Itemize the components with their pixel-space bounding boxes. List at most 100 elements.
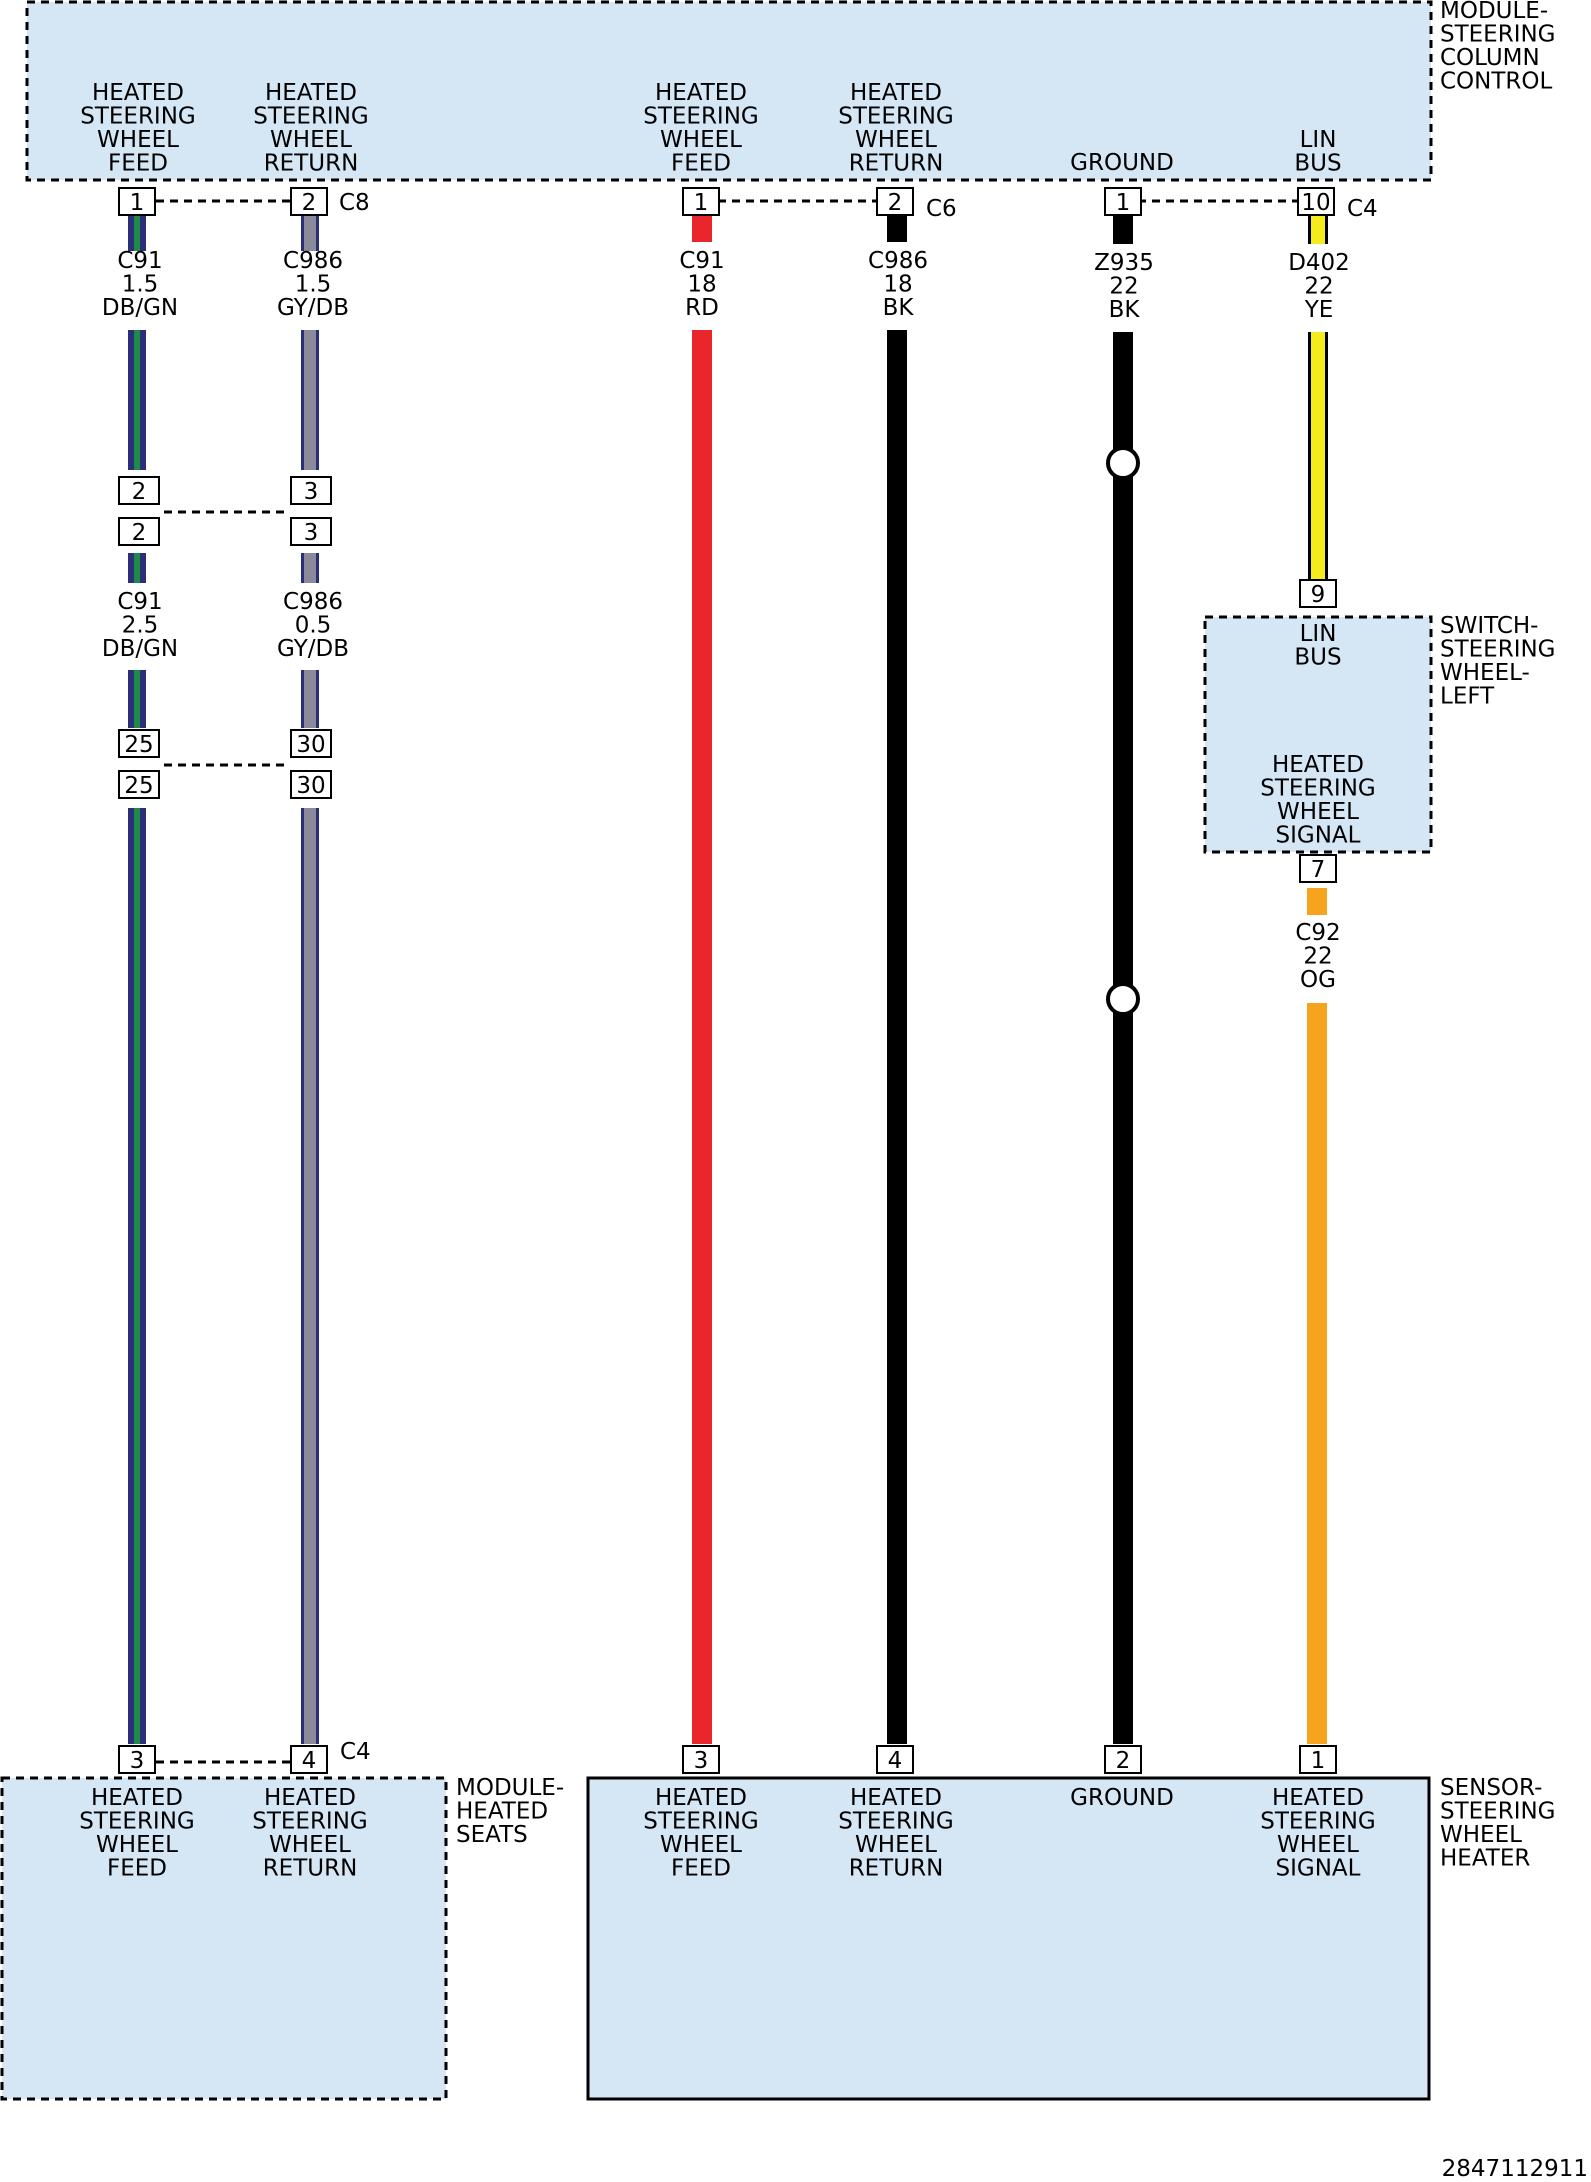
label-line: WHEEL	[96, 1832, 178, 1858]
label-line: RETURN	[264, 151, 359, 177]
connector-c6: C6	[926, 196, 957, 222]
label-line: STEERING	[80, 104, 196, 130]
label-line: WHEEL	[855, 1832, 937, 1858]
pin-seats-3: 3	[130, 1748, 145, 1774]
label-line: GROUND	[1070, 1785, 1174, 1811]
label-line: SIGNAL	[1276, 823, 1361, 849]
wire-c91-rd	[692, 216, 712, 1744]
scc-terminal-ground: GROUND	[1070, 150, 1174, 176]
pin-sensor-3: 3	[694, 1748, 709, 1774]
wire-d402-ye	[1308, 216, 1328, 580]
label-line: WHEEL	[855, 127, 937, 153]
label-line: SENSOR-	[1440, 1775, 1542, 1801]
label-line: DB/GN	[102, 636, 178, 662]
pin-scc-2a: 2	[302, 190, 317, 216]
label-line: WHEEL	[269, 1832, 351, 1858]
label-line: WHEEL	[1277, 799, 1359, 825]
label-line: GY/DB	[277, 295, 349, 321]
label-line: STEERING	[79, 1809, 195, 1835]
pin-inline2-lt: 25	[124, 732, 153, 758]
connector-c8: C8	[339, 190, 370, 216]
label-line: COLUMN	[1440, 45, 1540, 71]
label-line: LEFT	[1440, 684, 1495, 710]
label-line: 2.5	[122, 613, 159, 639]
wire-c91-dbgn	[128, 216, 146, 1744]
label-line: RD	[685, 295, 719, 321]
label-line: WHEEL-	[1440, 660, 1530, 686]
label-line: STEERING	[1440, 22, 1556, 48]
label-line: C92	[1295, 920, 1340, 946]
label-line: C91	[117, 589, 162, 615]
label-line: BUS	[1294, 645, 1341, 671]
label-line: MODULE-	[1440, 0, 1548, 24]
label-line: HEATED	[850, 80, 942, 106]
label-line: FEED	[671, 1856, 731, 1882]
pin-inline2-lb: 25	[124, 773, 153, 799]
label-line: SIGNAL	[1276, 1856, 1361, 1882]
label-line: RETURN	[849, 151, 944, 177]
label-line: STEERING	[838, 104, 954, 130]
label-line: STEERING	[643, 104, 759, 130]
splice-circle-1	[1106, 446, 1140, 480]
label-line: CONTROL	[1440, 69, 1553, 95]
pin-sensor-2: 2	[1116, 1748, 1131, 1774]
label-line: GROUND	[1070, 150, 1174, 176]
label-line: FEED	[671, 151, 731, 177]
label-line: STEERING	[1440, 1799, 1556, 1825]
label-line: HEATED	[456, 1799, 548, 1825]
label-line: FEED	[108, 151, 168, 177]
label-line: SWITCH-	[1440, 613, 1538, 639]
splice-circle-2	[1106, 982, 1140, 1016]
label-line: HEATER	[1440, 1846, 1530, 1872]
connector-c4-bottom: C4	[340, 1739, 371, 1765]
pin-inline2-rt: 30	[296, 732, 325, 758]
label-line: 1.5	[295, 272, 332, 298]
label-line: 22	[1109, 274, 1138, 300]
label-line: 22	[1303, 944, 1332, 970]
label-line: D402	[1288, 250, 1350, 276]
label-line: RETURN	[849, 1856, 944, 1882]
label-line: C91	[679, 248, 724, 274]
label-line: HEATED	[655, 80, 747, 106]
label-line: HEATED	[1272, 1785, 1364, 1811]
label-line: DB/GN	[102, 295, 178, 321]
wire-c986-bk	[887, 216, 907, 1744]
label-line: HEATED	[1272, 752, 1364, 778]
label-line: YE	[1304, 297, 1334, 323]
label-line: STEERING	[838, 1809, 954, 1835]
pin-inline1-lt: 2	[132, 479, 147, 505]
label-line: SEATS	[456, 1822, 528, 1848]
label-line: WHEEL	[1277, 1832, 1359, 1858]
sensor-terminal-ground: GROUND	[1070, 1785, 1174, 1811]
label-line: STEERING	[252, 1809, 368, 1835]
pin-inline1-lb: 2	[132, 520, 147, 546]
label-line: RETURN	[263, 1856, 358, 1882]
label-line: BK	[883, 295, 915, 321]
label-line: WHEEL	[97, 127, 179, 153]
pin-seats-4: 4	[302, 1748, 317, 1774]
label-line: HEATED	[655, 1785, 747, 1811]
label-line: LIN	[1300, 621, 1337, 647]
label-line: WHEEL	[270, 127, 352, 153]
label-line: 18	[883, 272, 912, 298]
label-line: HEATED	[265, 80, 357, 106]
pin-sensor-4: 4	[888, 1748, 903, 1774]
label-line: WHEEL	[1440, 1822, 1522, 1848]
